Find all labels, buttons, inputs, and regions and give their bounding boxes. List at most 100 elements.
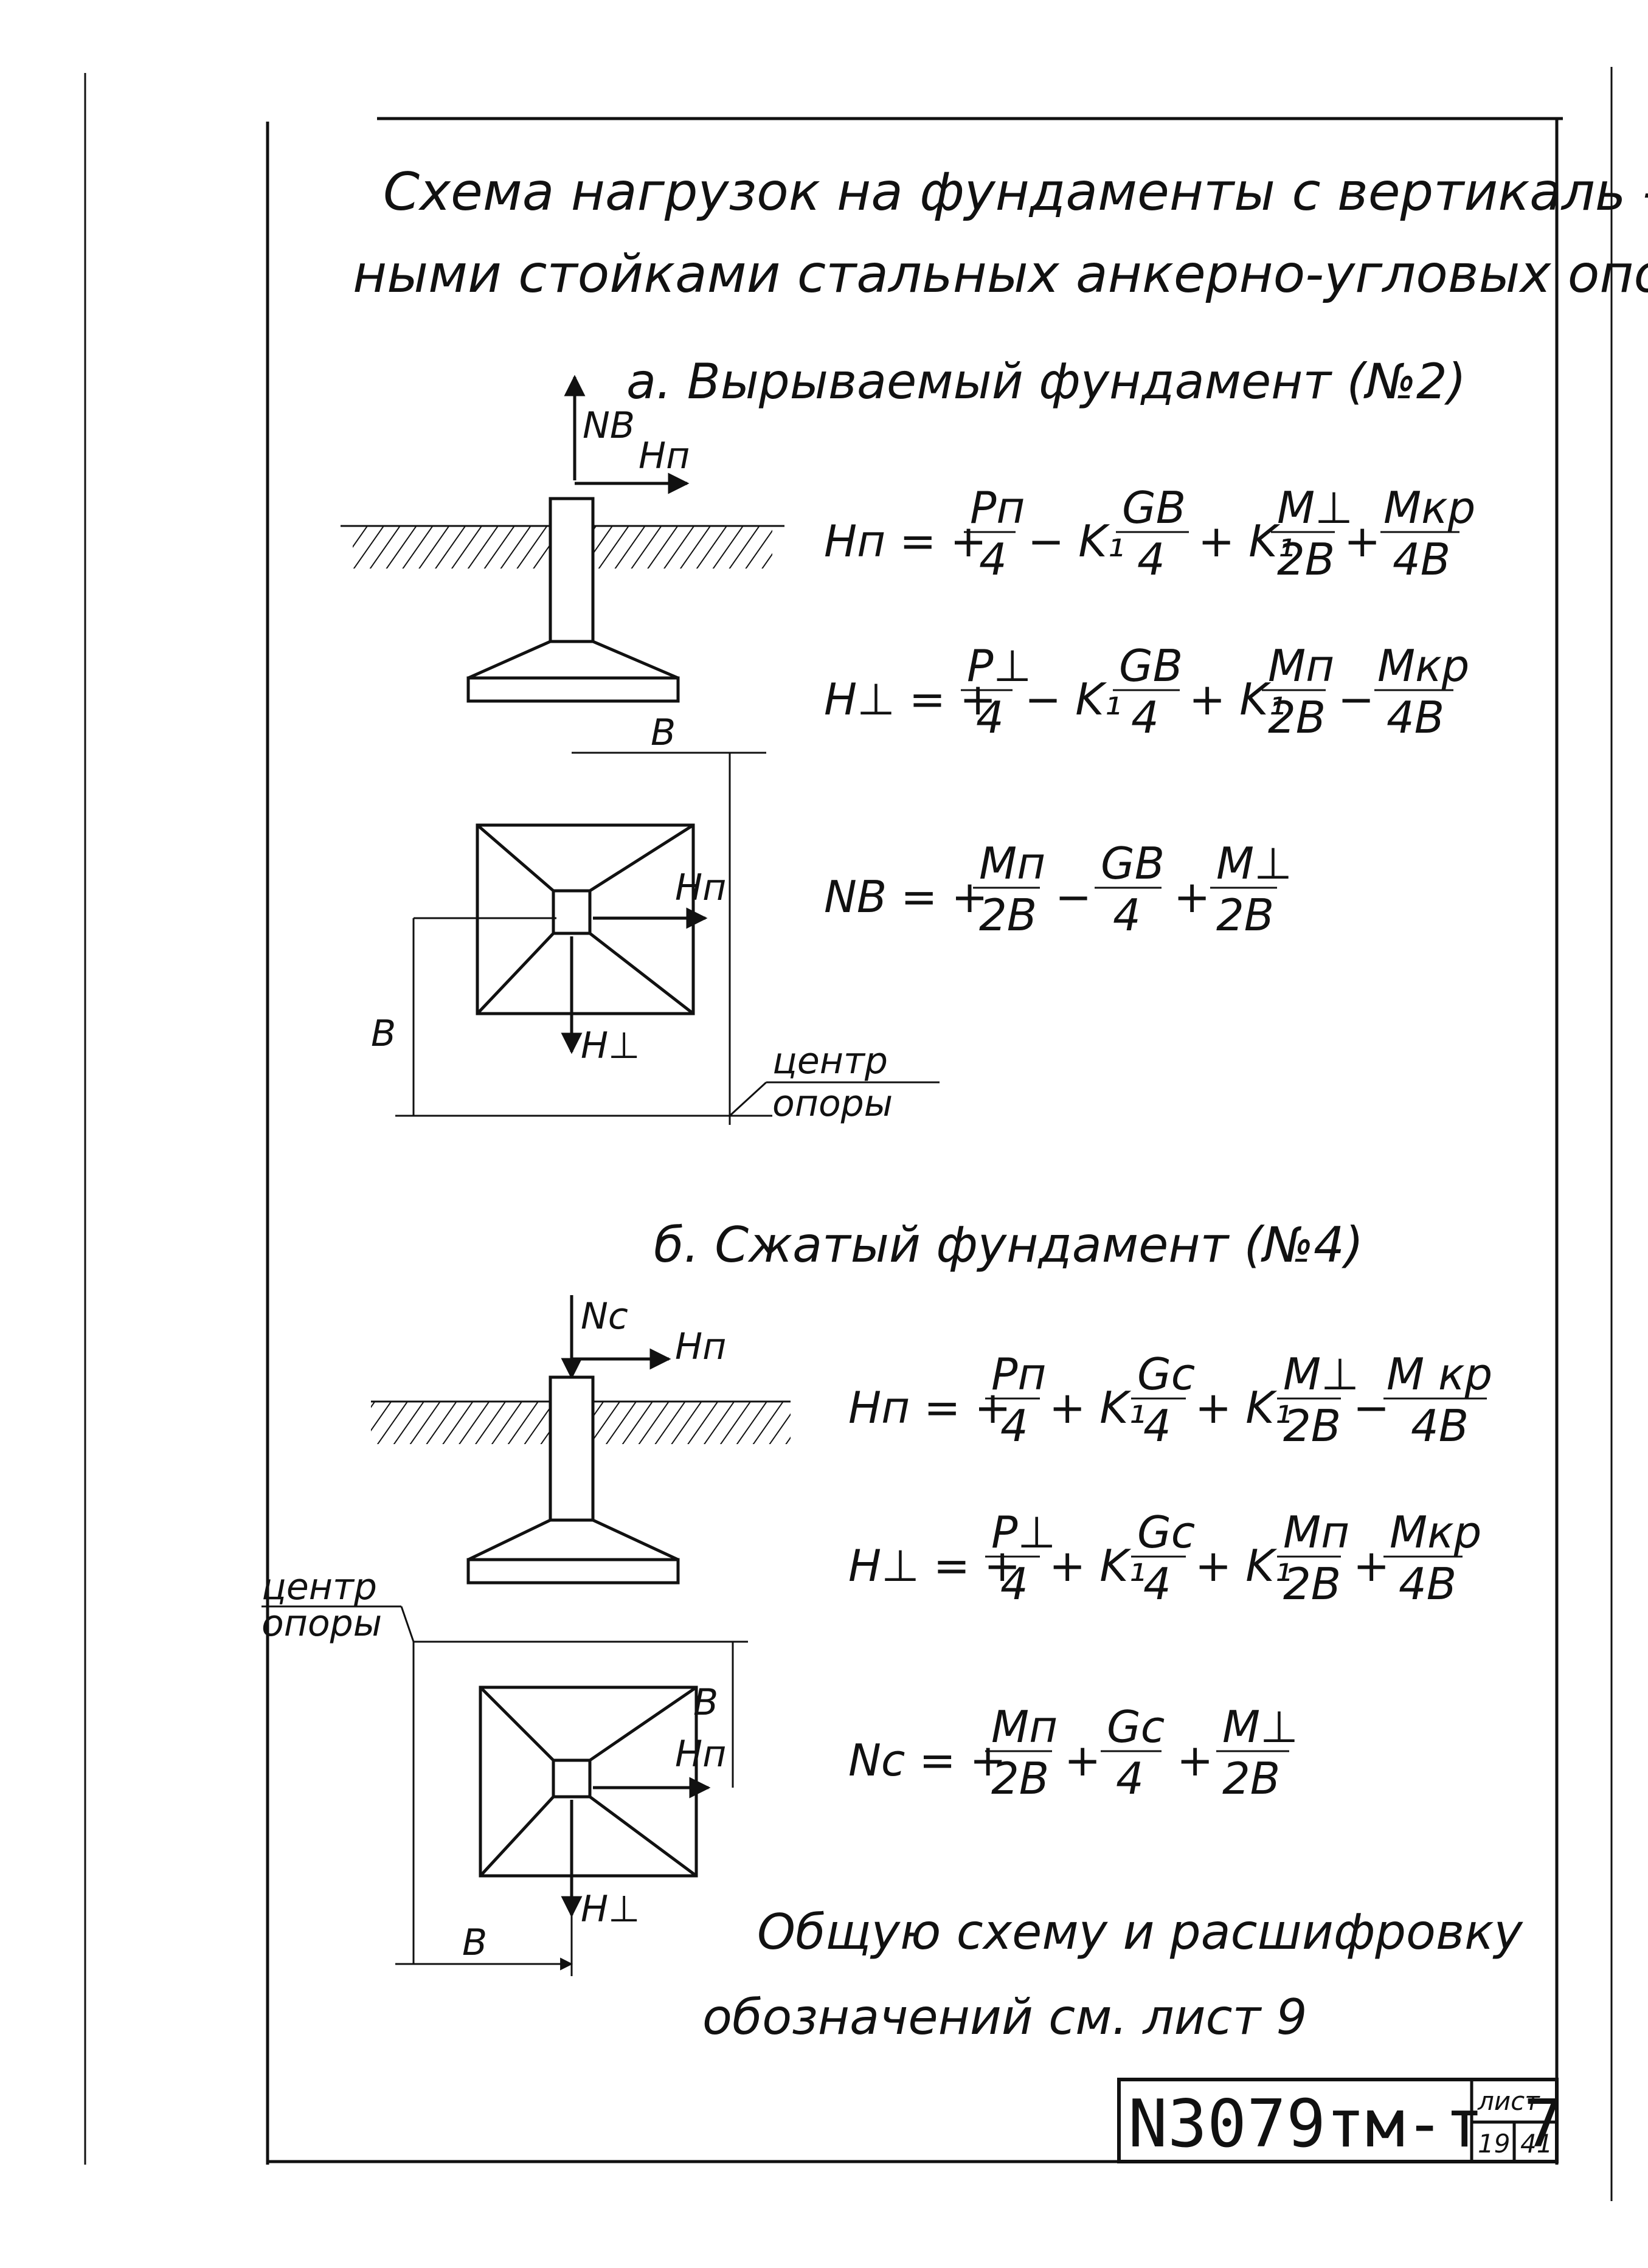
label-center-b-2: опоры (261, 1602, 382, 1645)
svg-text:H⊥ = +: H⊥ = + (848, 1540, 1020, 1591)
svg-text:Mкр: Mкр (1377, 640, 1469, 691)
svg-text:P⊥: P⊥ (991, 1507, 1056, 1558)
svg-text:4: 4 (1137, 534, 1165, 585)
svg-text:−: − (1055, 871, 1092, 922)
svg-text:4: 4 (976, 692, 1004, 743)
svg-text:4: 4 (1113, 890, 1141, 941)
label-hn-plan-b: Hп (675, 1733, 726, 1775)
svg-text:Mп: Mп (1283, 1507, 1349, 1558)
svg-text:+ K₁: + K₁ (1049, 1382, 1146, 1433)
label-b-bottom-b: B (462, 1921, 487, 1964)
svg-text:− K₁: − K₁ (1025, 674, 1121, 725)
svg-text:−: − (1353, 1382, 1390, 1433)
svg-text:GB: GB (1119, 640, 1183, 691)
svg-text:P⊥: P⊥ (967, 640, 1031, 691)
stamp-sheets-total: 41 (1520, 2129, 1553, 2159)
equation-b-2: H⊥ = + P⊥ 4 + K₁ Gc 4 + K₁ Mп 2B + Mкр 4… (848, 1507, 1481, 1609)
svg-text:4B: 4B (1411, 1400, 1469, 1451)
equation-a-3: NB = + Mп 2B − GB 4 + M⊥ 2B (824, 838, 1292, 941)
foundation-a-plan: B Hп H⊥ B центр опоры (371, 711, 940, 1125)
svg-text:+: + (1353, 1540, 1390, 1591)
label-b-top-a: B (651, 711, 676, 754)
label-nb: NB (583, 404, 635, 447)
svg-text:Hп = +: Hп = + (848, 1382, 1011, 1433)
label-hperp-b: H⊥ (581, 1888, 640, 1931)
svg-text:M⊥: M⊥ (1216, 838, 1292, 889)
label-hperp-a: H⊥ (581, 1025, 640, 1067)
note-line-1: Общую схему и расшифровку (757, 1904, 1523, 1960)
svg-text:M⊥: M⊥ (1277, 482, 1353, 533)
svg-text:− K₁: − K₁ (1028, 516, 1124, 567)
label-hn-a: Hп (639, 435, 690, 477)
stamp-sheet-number: 19 (1478, 2129, 1510, 2159)
label-center-a-2: опоры (772, 1082, 893, 1125)
svg-text:+: + (1064, 1735, 1101, 1786)
section-a-heading: а. Вырываемый фундамент (№2) (626, 353, 1466, 410)
label-b-side-a: B (371, 1012, 396, 1055)
svg-text:−: − (1338, 674, 1374, 725)
title-line-2: ными стойками стальных анкерно-угловых о… (353, 244, 1648, 305)
svg-text:4B: 4B (1399, 1558, 1456, 1609)
svg-text:Hп = +: Hп = + (824, 516, 987, 567)
svg-text:4: 4 (1000, 1558, 1028, 1609)
svg-text:4: 4 (1143, 1400, 1171, 1451)
svg-text:Mкр: Mкр (1390, 1507, 1481, 1558)
svg-text:2B: 2B (979, 890, 1037, 941)
svg-text:M кр: M кр (1387, 1349, 1492, 1400)
equation-b-1: Hп = + Pп 4 + K₁ Gc 4 + K₁ M⊥ 2B − M кр … (848, 1349, 1492, 1451)
svg-text:Mп: Mп (991, 1701, 1058, 1752)
equation-a-2: H⊥ = + P⊥ 4 − K₁ GB 4 + K₁ Mп 2B − Mкр 4… (824, 640, 1469, 743)
svg-text:Mп: Mп (979, 838, 1045, 889)
svg-text:H⊥ = +: H⊥ = + (824, 674, 996, 725)
svg-text:4B: 4B (1393, 534, 1450, 585)
foundation-b-plan: центр опоры B Hп H⊥ B (261, 1566, 748, 1976)
svg-text:+ K₁: + K₁ (1195, 1382, 1292, 1433)
svg-text:+ K₁: + K₁ (1198, 516, 1295, 567)
svg-text:2B: 2B (1283, 1558, 1341, 1609)
svg-text:2B: 2B (1216, 890, 1274, 941)
label-nc: Nc (581, 1295, 628, 1338)
svg-text:2B: 2B (991, 1753, 1049, 1804)
svg-text:+: + (1177, 1735, 1213, 1786)
title-block-stamp: N3079тм-т 7 лист 19 41 (1117, 2078, 1563, 2163)
svg-text:+: + (1174, 871, 1210, 922)
svg-text:NB = +: NB = + (824, 871, 988, 922)
title-line-1: Схема нагрузок на фундаменты с вертикаль… (383, 162, 1648, 223)
svg-text:Mкр: Mкр (1383, 482, 1475, 533)
svg-text:Pп: Pп (970, 482, 1025, 533)
svg-text:GB: GB (1101, 838, 1165, 889)
svg-text:4: 4 (1000, 1400, 1028, 1451)
svg-text:Gc: Gc (1137, 1507, 1195, 1558)
equation-b-3: Nc = + Mп 2B + Gc 4 + M⊥ 2B (848, 1701, 1298, 1804)
svg-text:+: + (1344, 516, 1380, 567)
note-line-2: обозначений см. лист 9 (702, 1989, 1307, 2045)
svg-text:M⊥: M⊥ (1283, 1349, 1359, 1400)
label-center-a-1: центр (772, 1040, 888, 1082)
svg-text:Pп: Pп (991, 1349, 1047, 1400)
svg-text:4: 4 (1131, 692, 1159, 743)
svg-text:2B: 2B (1268, 692, 1326, 743)
svg-text:4: 4 (979, 534, 1007, 585)
svg-text:Mп: Mп (1268, 640, 1334, 691)
svg-text:2B: 2B (1283, 1400, 1341, 1451)
svg-text:+ K₁: + K₁ (1195, 1540, 1292, 1591)
foundation-b-elevation: Nc Hп (371, 1295, 791, 1585)
section-b-heading: б. Сжатый фундамент (№4) (654, 1217, 1363, 1273)
svg-text:Gc: Gc (1137, 1349, 1195, 1400)
svg-text:GB: GB (1122, 482, 1186, 533)
label-center-b-1: центр (261, 1566, 377, 1608)
stamp-sheet-label: лист (1477, 2086, 1540, 2116)
svg-text:2B: 2B (1277, 534, 1335, 585)
label-hn-b: Hп (675, 1326, 726, 1368)
svg-text:4: 4 (1143, 1558, 1171, 1609)
svg-text:+ K₁: + K₁ (1189, 674, 1286, 725)
svg-text:4B: 4B (1387, 692, 1444, 743)
label-hn-plan-a: Hп (675, 866, 726, 909)
svg-text:M⊥: M⊥ (1222, 1701, 1298, 1752)
equation-a-1: Hп = + Pп 4 − K₁ GB 4 + K₁ M⊥ 2B + Mкр 4… (824, 482, 1475, 585)
svg-text:+ K₁: + K₁ (1049, 1540, 1146, 1591)
svg-text:4: 4 (1116, 1753, 1144, 1804)
svg-text:Nc = +: Nc = + (848, 1735, 1006, 1786)
foundation-a-elevation: NB Hп (341, 375, 784, 703)
